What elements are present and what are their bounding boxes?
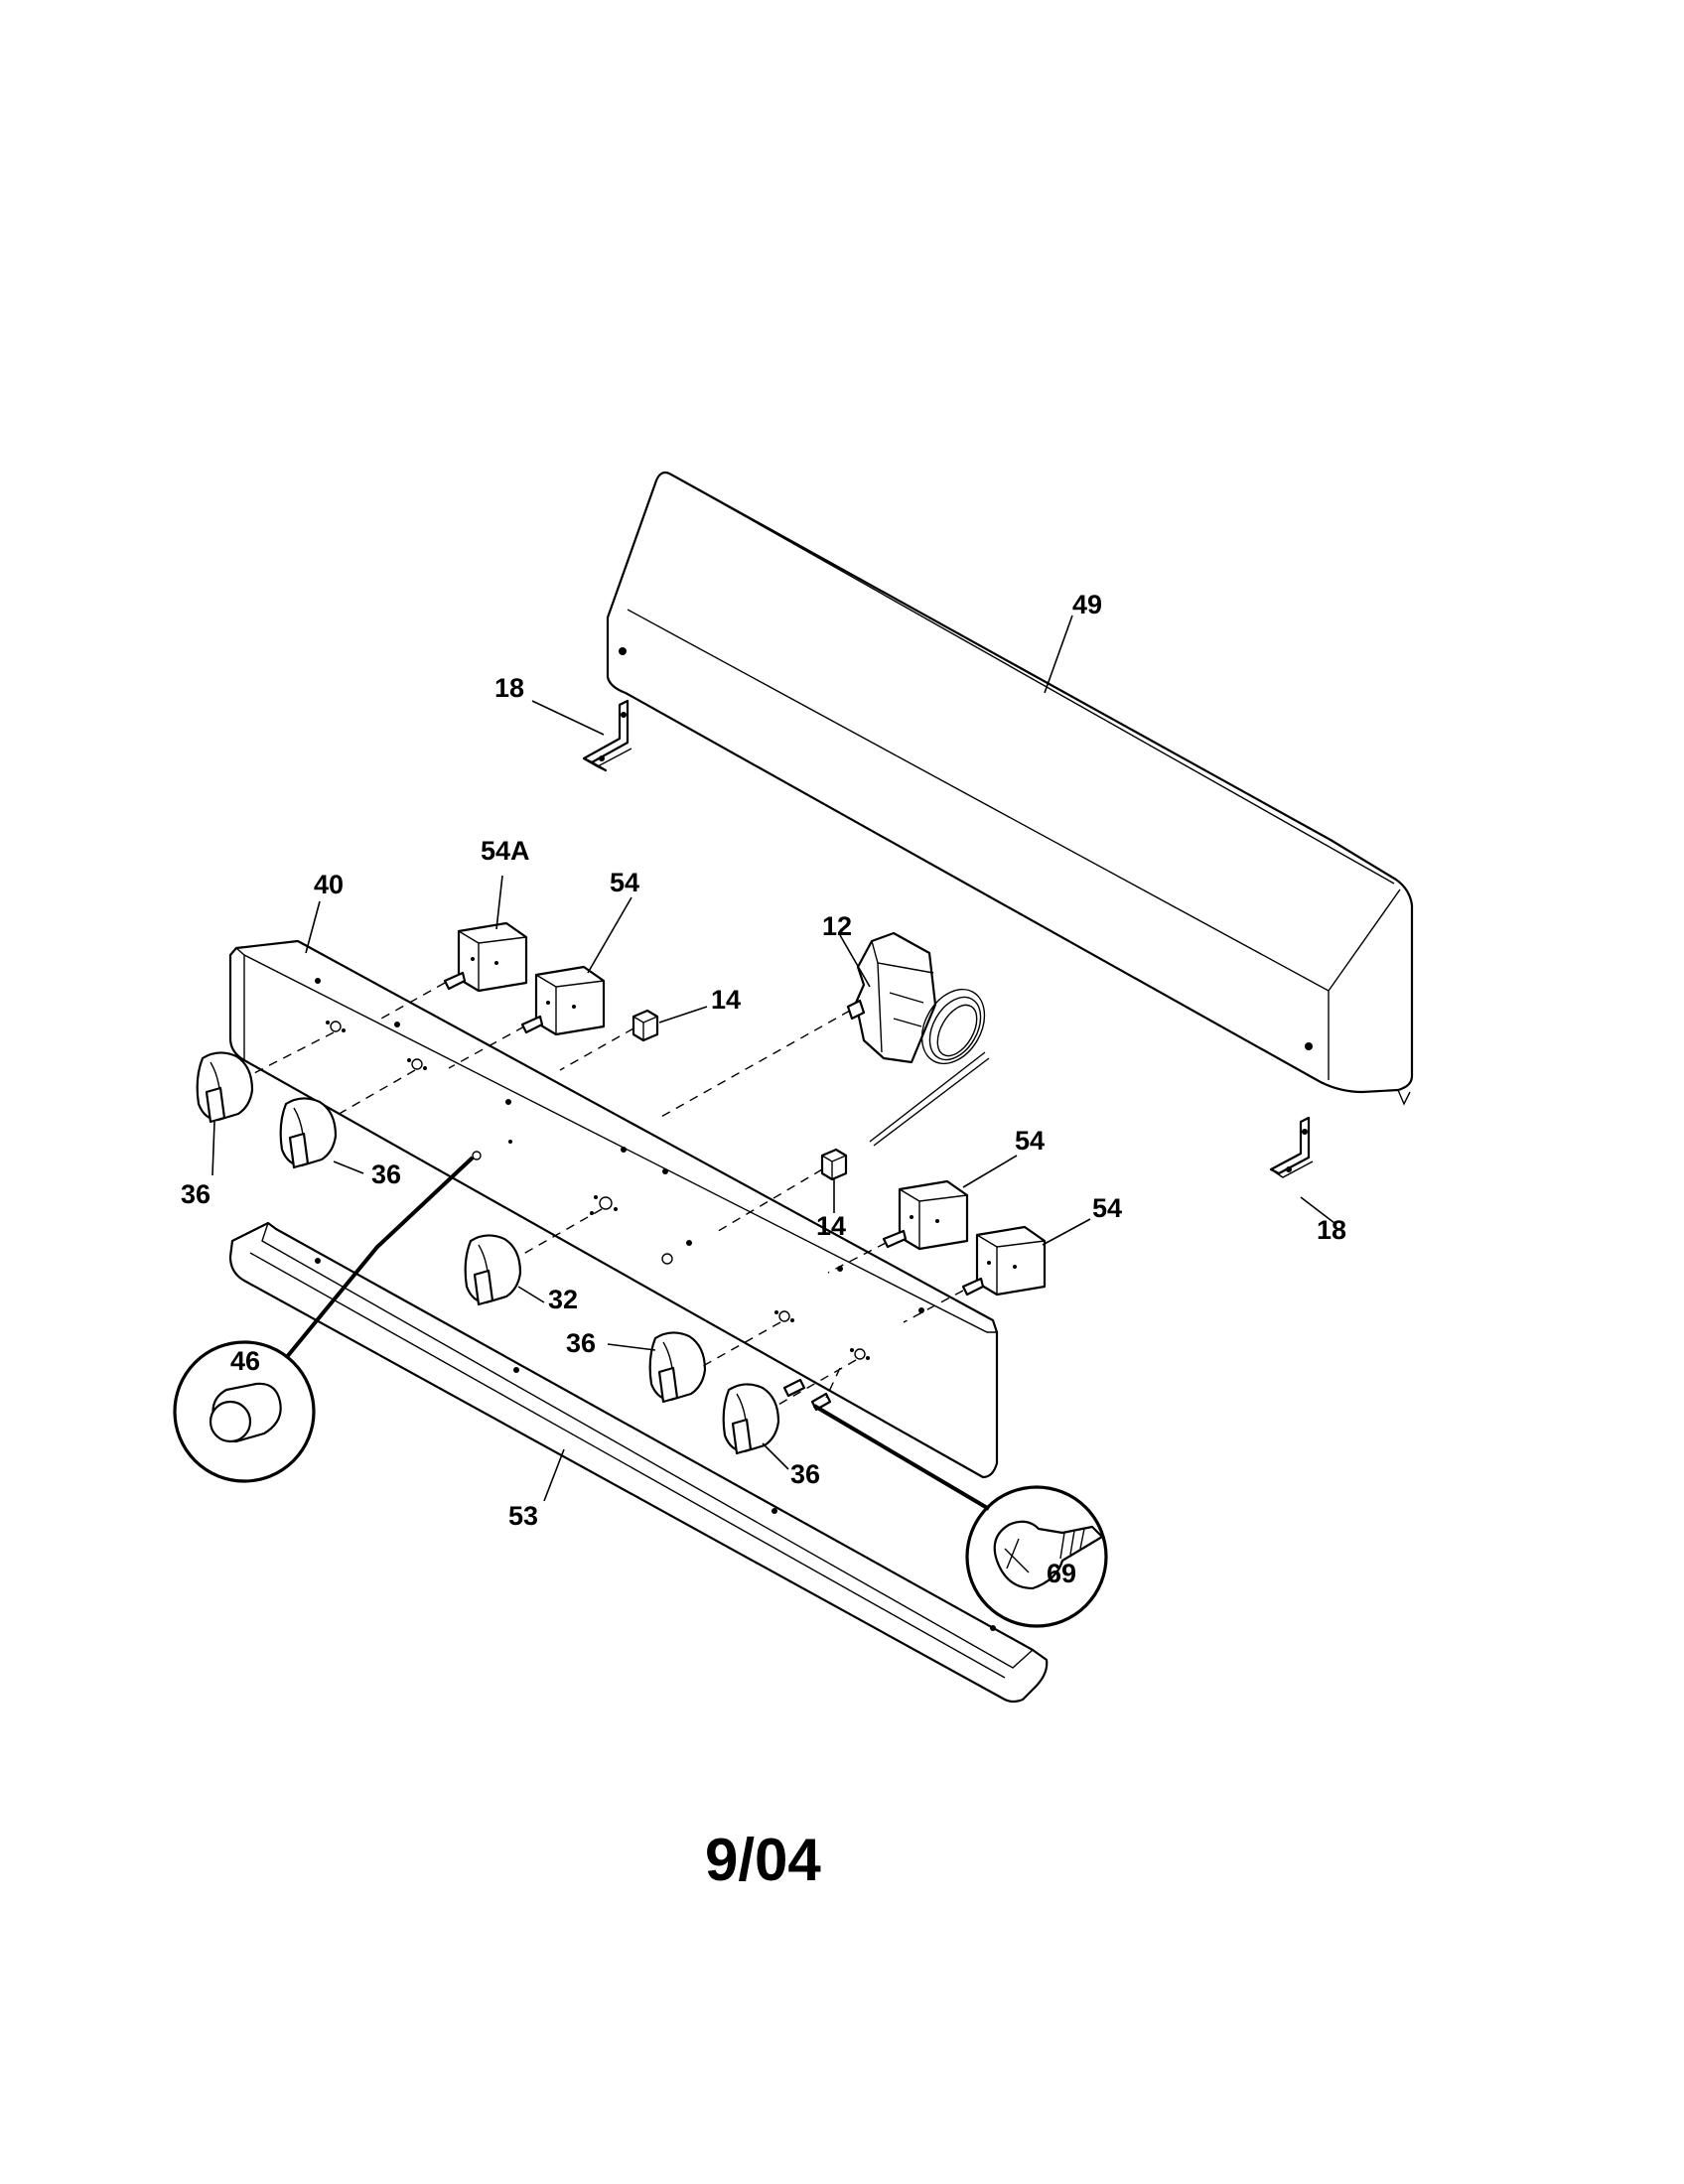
callout-54-low: 54: [1092, 1193, 1122, 1223]
part-32-knob[interactable]: [464, 1234, 522, 1306]
part-36-knob-a[interactable]: [196, 1051, 254, 1124]
callout-54A: 54A: [481, 836, 530, 866]
callout-18-right: 18: [1317, 1215, 1346, 1245]
part-18-bracket-left[interactable]: [582, 699, 632, 772]
part-14-light-top[interactable]: [632, 1009, 659, 1042]
part-54-switch-low[interactable]: [961, 1225, 1047, 1297]
callout-69: 69: [1047, 1559, 1076, 1588]
detail-46-circle[interactable]: [173, 1156, 475, 1483]
callout-36-c: 36: [566, 1328, 596, 1358]
callout-14-low: 14: [816, 1211, 846, 1241]
callout-36-b: 36: [371, 1160, 401, 1189]
callout-49: 49: [1072, 590, 1102, 619]
assembly-lines: [251, 982, 964, 1407]
callout-46: 46: [230, 1346, 260, 1376]
footer-date: 9/04: [705, 1827, 821, 1893]
leader-lines: [211, 614, 1335, 1502]
callout-36-a: 36: [181, 1179, 210, 1209]
callout-54-top: 54: [610, 868, 639, 897]
part-36-knob-d[interactable]: [722, 1383, 780, 1455]
callout-12: 12: [822, 911, 852, 941]
callout-14-top: 14: [711, 985, 741, 1015]
part-14-light-low[interactable]: [820, 1148, 848, 1181]
part-36-knob-b[interactable]: [279, 1097, 338, 1169]
part-53-trim-strip[interactable]: [228, 1221, 1049, 1704]
callout-54-mid: 54: [1015, 1126, 1045, 1156]
callout-53: 53: [508, 1501, 538, 1531]
detail-69-circle[interactable]: [812, 1404, 1108, 1628]
callout-36-d: 36: [790, 1459, 820, 1489]
part-49-backguard[interactable]: [606, 471, 1414, 1106]
callout-40: 40: [314, 870, 344, 899]
callout-32: 32: [548, 1285, 578, 1314]
part-40-control-panel[interactable]: [228, 939, 999, 1479]
part-12-thermostat[interactable]: [846, 931, 997, 1147]
part-54-switch-mid[interactable]: [882, 1179, 969, 1251]
part-36-knob-c[interactable]: [648, 1331, 707, 1404]
part-54-switch-top[interactable]: [520, 965, 606, 1036]
callout-labels: 49 18 18 40 54A 54 12 14 54 14 54 36 36 …: [181, 590, 1346, 1588]
part-54A-switch[interactable]: [443, 921, 528, 993]
callout-18-left: 18: [494, 673, 524, 703]
part-18-bracket-right[interactable]: [1269, 1116, 1314, 1178]
